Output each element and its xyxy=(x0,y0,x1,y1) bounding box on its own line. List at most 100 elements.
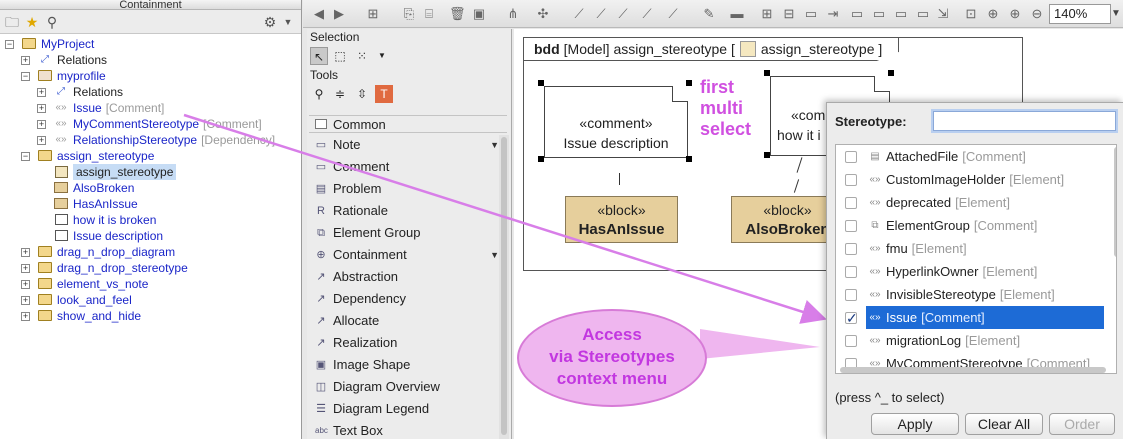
palette-item[interactable]: ↗Realization xyxy=(309,332,497,354)
path-icon[interactable]: ⟋ xyxy=(668,6,678,21)
cylinder-icon[interactable]: ⌸ xyxy=(425,6,433,21)
expand-icon[interactable]: + xyxy=(21,279,30,289)
rename-icon[interactable]: ▭ xyxy=(804,6,818,21)
expand-icon[interactable]: + xyxy=(37,119,46,129)
tree-item[interactable]: +drag_n_drop_diagram xyxy=(0,244,301,260)
containment-tree-icon[interactable]: ⊞ xyxy=(367,6,379,21)
add-shape-icon[interactable]: ⊞ xyxy=(761,6,773,21)
palette-scrollbar[interactable] xyxy=(499,135,509,439)
stereotype-checkbox[interactable]: ✓ xyxy=(845,310,858,326)
tree-item[interactable]: +show_and_hide xyxy=(0,308,301,324)
zoom-region-icon[interactable]: ⊕ xyxy=(987,6,999,21)
clear-all-button[interactable]: Clear All xyxy=(965,413,1043,435)
chevron-down-icon[interactable]: ▼ xyxy=(378,51,386,60)
anchor-line[interactable] xyxy=(619,173,620,185)
expand-icon[interactable]: + xyxy=(21,263,30,273)
tree-item[interactable]: HasAnIssue xyxy=(0,196,301,212)
path-icon[interactable]: ⟋ xyxy=(596,6,606,21)
stereotype-item[interactable]: ▤AttachedFile[Comment] xyxy=(836,145,1116,168)
palette-item[interactable]: ⊕Containment▼ xyxy=(309,244,499,266)
layout-icon[interactable]: ✣ xyxy=(537,6,549,21)
expand-icon[interactable]: + xyxy=(21,247,30,257)
expand-icon[interactable]: + xyxy=(37,135,46,145)
palette-item[interactable]: ◫Diagram Overview xyxy=(309,376,497,398)
common-group-header[interactable]: Common xyxy=(309,115,507,133)
back-icon[interactable]: ◀ xyxy=(314,6,324,21)
align-icon[interactable]: ≑ xyxy=(334,87,346,101)
palette-item[interactable]: ↗Abstraction xyxy=(309,266,497,288)
tree-item[interactable]: +⤢Relations xyxy=(0,52,301,68)
fill-icon[interactable]: ▬ xyxy=(730,6,744,21)
tree-item[interactable]: AlsoBroken xyxy=(0,180,301,196)
search-icon[interactable]: ⚲ xyxy=(46,14,58,30)
palette-item[interactable]: ▤Problem xyxy=(309,178,497,200)
hierarchy-icon[interactable]: ⋔ xyxy=(507,6,519,21)
selection-handle[interactable] xyxy=(686,80,692,86)
stereotype-checkbox[interactable] xyxy=(845,243,857,255)
lasso-icon[interactable]: ⁙ xyxy=(356,49,368,63)
shape-icon[interactable]: ▭ xyxy=(894,6,908,21)
chevron-down-icon[interactable]: ▼ xyxy=(490,250,499,260)
path-icon[interactable]: ⟋ xyxy=(618,6,628,21)
forward-icon[interactable]: ▶ xyxy=(334,6,344,21)
stereotype-list-hscroll[interactable] xyxy=(840,367,1106,373)
scroll-thumb[interactable] xyxy=(1114,147,1116,257)
export-icon[interactable]: ⇲ xyxy=(937,6,949,21)
block-hasanissue[interactable]: «block» HasAnIssue xyxy=(565,196,678,243)
stereotype-checkbox[interactable] xyxy=(845,266,857,278)
tree-item[interactable]: −assign_stereotype xyxy=(0,148,301,164)
tree-item[interactable]: +«»Issue[Comment] xyxy=(0,100,301,116)
order-button[interactable]: Order xyxy=(1049,413,1115,435)
tree-item[interactable]: how it is broken xyxy=(0,212,301,228)
comment-issue-description[interactable]: «comment» Issue description xyxy=(544,86,688,158)
text-tool-icon[interactable]: T xyxy=(375,85,393,103)
diagram-frame[interactable]: bdd[Model] assign_stereotype [assign_ste… xyxy=(523,37,1023,271)
stereotype-item[interactable]: «»InvisibleStereotype[Element] xyxy=(836,283,1116,306)
stereotype-search-input[interactable] xyxy=(933,111,1116,131)
zoom-out-icon[interactable]: ⊖ xyxy=(1031,6,1043,21)
shape-icon[interactable]: ▭ xyxy=(850,6,864,21)
stereotype-item[interactable]: «»deprecated[Element] xyxy=(836,191,1116,214)
stereotype-checkbox[interactable] xyxy=(845,335,857,347)
apply-button[interactable]: Apply xyxy=(871,413,959,435)
expand-icon[interactable]: + xyxy=(21,55,30,65)
zoom-in-icon[interactable]: ⊕ xyxy=(1009,6,1021,21)
shape-icon[interactable]: ▭ xyxy=(872,6,886,21)
tree-item[interactable]: +drag_n_drop_stereotype xyxy=(0,260,301,276)
tree-item[interactable]: +«»MyCommentStereotype[Comment] xyxy=(0,116,301,132)
zoom-select[interactable]: 140% xyxy=(1049,4,1111,24)
stereotype-checkbox[interactable] xyxy=(845,220,857,232)
pointer-icon[interactable]: ↖ xyxy=(310,47,328,65)
collapse-icon[interactable]: − xyxy=(21,71,30,81)
collapse-icon[interactable]: − xyxy=(21,151,30,161)
chevron-down-icon[interactable]: ▼ xyxy=(1111,8,1121,19)
stereotype-list-scrollbar[interactable] xyxy=(1114,145,1116,345)
expand-icon[interactable]: + xyxy=(21,311,30,321)
selection-handle[interactable] xyxy=(764,152,770,158)
stereotype-checkbox[interactable] xyxy=(845,151,857,163)
tree-item[interactable]: +«»RelationshipStereotype[Dependency] xyxy=(0,132,301,148)
palette-item[interactable]: ↗Dependency xyxy=(309,288,497,310)
selection-handle[interactable] xyxy=(888,70,894,76)
copy-icon[interactable]: ⎘ xyxy=(403,6,415,21)
selection-handle[interactable] xyxy=(764,70,770,76)
palette-item[interactable]: ▣Image Shape xyxy=(309,354,497,376)
expand-icon[interactable]: + xyxy=(37,87,46,97)
stereotype-item[interactable]: «»fmu[Element] xyxy=(836,237,1116,260)
palette-item[interactable]: ☰Diagram Legend xyxy=(309,398,497,420)
star-icon[interactable]: ★ xyxy=(25,14,39,30)
stereotype-item[interactable]: «»HyperlinkOwner[Element] xyxy=(836,260,1116,283)
expand-icon[interactable]: + xyxy=(37,103,46,113)
palette-item[interactable]: ↗Allocate xyxy=(309,310,497,332)
palette-item[interactable]: ▭Note▼ xyxy=(309,134,499,156)
tree-item[interactable]: assign_stereotype xyxy=(0,164,301,180)
chevron-down-icon[interactable]: ▼ xyxy=(283,17,293,27)
folder-icon[interactable]: 🗀 xyxy=(5,14,19,30)
stereotype-checkbox[interactable] xyxy=(845,197,857,209)
distribute-icon[interactable]: ⇳ xyxy=(356,87,368,101)
stereotype-item[interactable]: «»migrationLog[Element] xyxy=(836,329,1116,352)
expand-icon[interactable]: + xyxy=(21,295,30,305)
zoom-fit-icon[interactable]: ⊡ xyxy=(965,6,977,21)
